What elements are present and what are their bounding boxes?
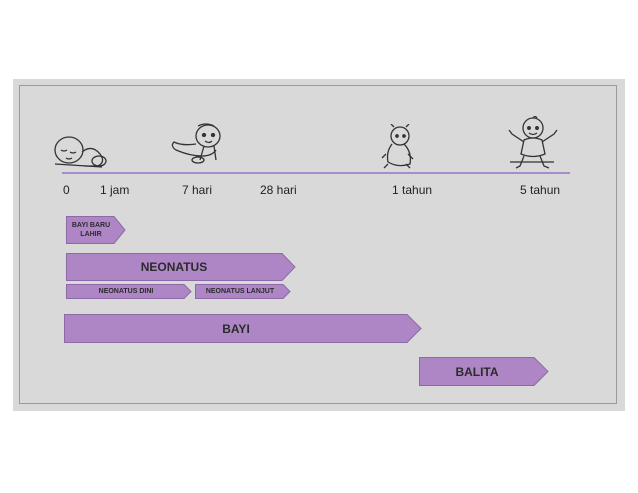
slide-background xyxy=(13,79,625,411)
stage-balita: BALITA xyxy=(419,357,549,386)
stage-bayi-baru-lahir: BAYI BARU LAHIR xyxy=(66,216,126,244)
stage-label: BAYI xyxy=(222,321,250,336)
tick-label-28-hari: 28 hari xyxy=(260,183,297,197)
tick-label-0: 0 xyxy=(63,183,70,197)
stage-bayi: BAYI xyxy=(64,314,422,343)
crawling-baby-icon xyxy=(168,122,228,169)
stage-label: NEONATUS DINI xyxy=(98,288,154,295)
stage-label: BALITA xyxy=(455,364,499,379)
stage-neonatus-lanjut: NEONATUS LANJUT xyxy=(195,284,291,299)
stage-label: BAYI BARU LAHIR xyxy=(71,222,111,238)
timeline-line xyxy=(62,172,570,174)
tick-label-7-hari: 7 hari xyxy=(182,183,213,197)
tick-label-1-tahun: 1 tahun xyxy=(392,183,433,197)
tick-label-1-jam: 1 jam xyxy=(100,183,130,197)
stage-label: NEONATUS LANJUT xyxy=(205,288,275,295)
sleeping-baby-icon xyxy=(52,130,110,175)
slide-frame xyxy=(19,85,617,404)
stage-neonatus: NEONATUS xyxy=(66,253,296,281)
stage-label: NEONATUS xyxy=(140,260,208,274)
stage-neonatus-dini: NEONATUS DINI xyxy=(66,284,192,299)
sitting-baby-icon xyxy=(378,123,418,175)
standing-toddler-icon xyxy=(506,115,562,175)
tick-label-5-tahun: 5 tahun xyxy=(520,183,561,197)
